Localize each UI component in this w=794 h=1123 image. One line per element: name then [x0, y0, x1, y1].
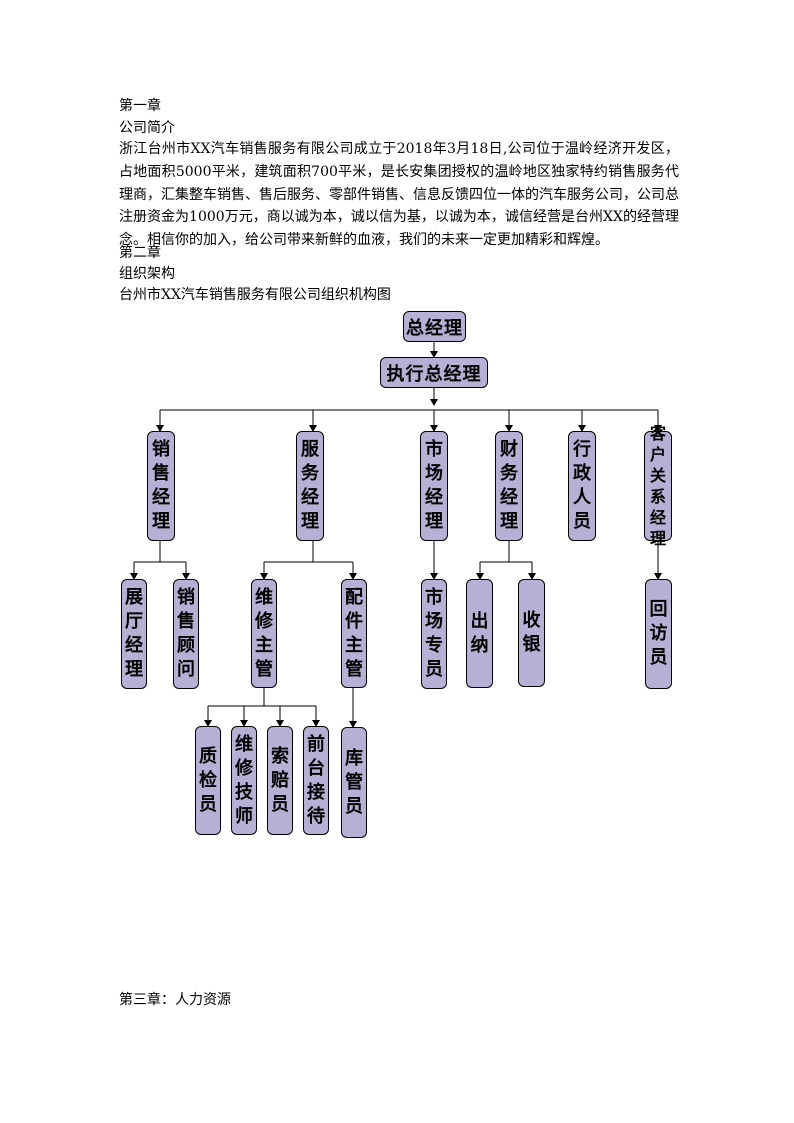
org-node-service-manager: 服务经理 — [296, 431, 324, 541]
chapter-2-title: 第二章 — [119, 245, 161, 261]
org-node-repair-technician: 维修技师 — [231, 726, 257, 835]
org-node-cashier: 收银 — [518, 579, 545, 687]
org-node-sales-manager: 销售经理 — [147, 431, 175, 541]
org-node-repair-supervisor: 维修主管 — [251, 579, 277, 688]
org-node-general-manager: 总经理 — [403, 311, 466, 342]
org-node-cashier-out: 出纳 — [466, 579, 493, 688]
org-node-front-desk: 前台接待 — [303, 726, 329, 835]
org-node-showroom-manager: 展厅经理 — [121, 579, 147, 689]
org-node-customer-relations-manager: 客户关系经理 — [644, 424, 672, 548]
org-node-claims-clerk: 索赔员 — [267, 726, 293, 835]
company-intro-paragraph: 浙江台州市XX汽车销售服务有限公司成立于2018年3月18日,公司位于温岭经济开… — [119, 141, 679, 249]
chapter-3-title: 第三章：人力资源 — [119, 992, 231, 1008]
org-node-qc-inspector: 质检员 — [195, 726, 221, 835]
org-node-market-manager: 市场经理 — [420, 431, 448, 541]
chapter-2-subtitle: 组织架构 — [119, 266, 175, 282]
chapter-1-title: 第一章 — [119, 98, 161, 114]
org-node-market-specialist: 市场专员 — [421, 579, 447, 689]
chapter-1-subtitle: 公司简介 — [119, 120, 175, 136]
org-node-parts-supervisor: 配件主管 — [341, 579, 367, 688]
org-node-sales-consultant: 销售顾问 — [173, 579, 199, 689]
org-node-return-visitor: 回访员 — [645, 579, 672, 689]
org-node-finance-manager: 财务经理 — [495, 431, 523, 541]
org-node-admin-staff: 行政人员 — [568, 431, 596, 541]
org-chart-title: 台州市XX汽车销售服务有限公司组织机构图 — [119, 287, 391, 303]
org-node-executive-general-manager: 执行总经理 — [380, 357, 488, 388]
org-node-warehouse-keeper: 库管员 — [341, 727, 367, 838]
